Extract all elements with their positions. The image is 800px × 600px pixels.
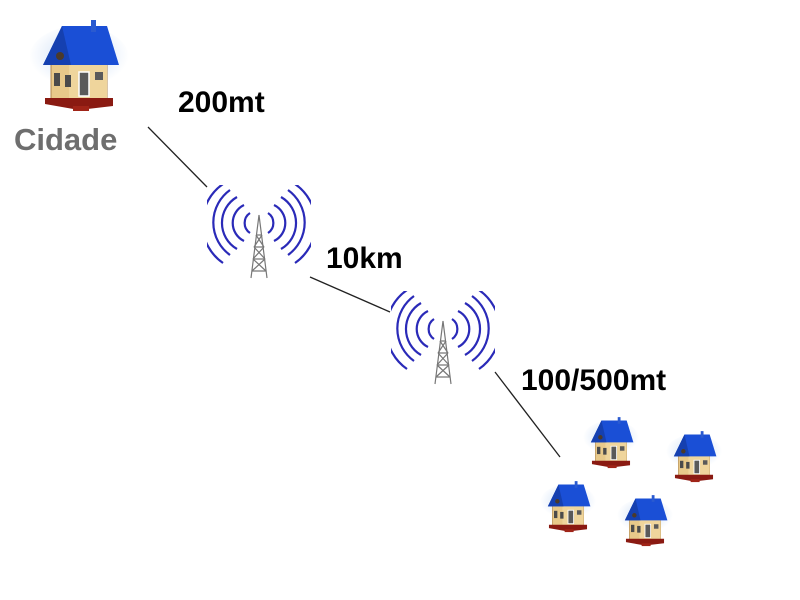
radio-tower-icon-2 — [391, 291, 495, 386]
distance-label-200mt: 200mt — [178, 86, 265, 119]
home-house-icon-4 — [616, 494, 674, 547]
distance-label-10km: 10km — [326, 242, 403, 275]
link-tower2-homes — [494, 371, 561, 458]
home-house-icon-3 — [539, 480, 597, 533]
link-city-tower1 — [147, 126, 208, 188]
home-house-icon-1 — [582, 416, 640, 469]
home-house-icon-2 — [665, 430, 723, 483]
city-label: Cidade — [14, 122, 118, 157]
link-tower1-tower2 — [309, 276, 391, 313]
radio-tower-icon-1 — [207, 185, 311, 280]
city-house-icon — [27, 18, 131, 113]
distance-label-100-500mt: 100/500mt — [521, 364, 667, 397]
